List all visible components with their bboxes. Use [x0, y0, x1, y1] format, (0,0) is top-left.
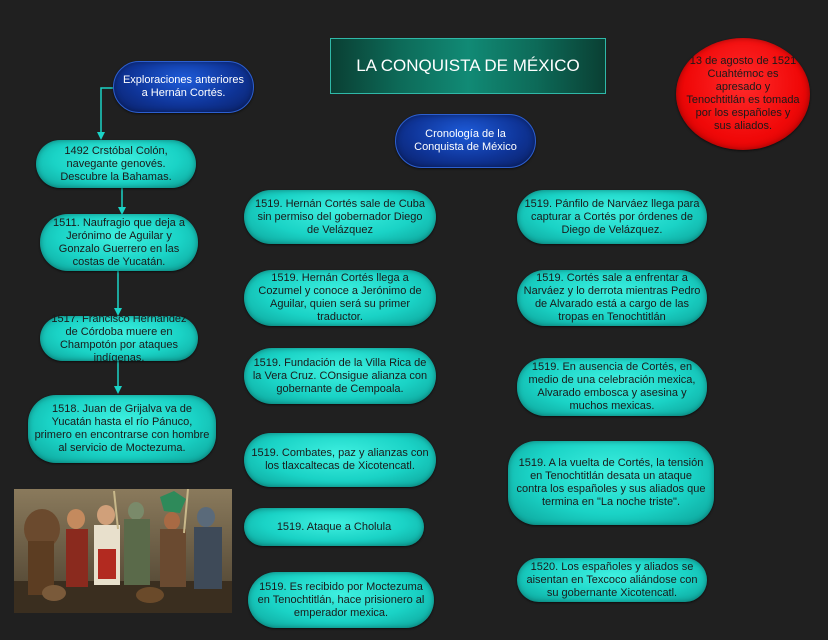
exploration-node-1517: 1517. Francisco Hernández de Córdoba mue…	[40, 313, 198, 364]
explorations-header: Exploraciones anteriores a Hernán Cortés…	[113, 61, 254, 113]
exploration-node-1492: 1492 Crstóbal Colón, navegante genovés. …	[36, 140, 196, 188]
chronology-header: Cronología de la Conquista de México	[395, 114, 536, 168]
chronology-right-node-3: 1519. En ausencia de Cortés, en medio de…	[517, 358, 707, 416]
chronology-right-node-4: 1519. A la vuelta de Cortés, la tensión …	[508, 441, 714, 525]
chronology-right-node-2: 1519. Cortés sale a enfrentar a Narváez …	[517, 270, 707, 326]
final-event-node: 13 de agosto de 1521 Cuahtémoc es apresa…	[676, 38, 810, 150]
page-title: LA CONQUISTA DE MÉXICO	[330, 38, 606, 94]
connector-header-to-1492	[97, 87, 113, 140]
exploration-node-1518: 1518. Juan de Grijalva va de Yucatán has…	[28, 395, 216, 463]
chronology-left-node-1: 1519. Hernán Cortés sale de Cuba sin per…	[244, 190, 436, 244]
chronology-left-node-2: 1519. Hernán Cortés llega a Cozumel y co…	[244, 270, 436, 326]
exploration-node-1511: 1511. Naufragio que deja a Jerónimo de A…	[40, 214, 198, 271]
chronology-left-node-3: 1519. Fundación de la Villa Rica de la V…	[244, 348, 436, 404]
conquest-painting	[14, 489, 232, 613]
chronology-right-node-1: 1519. Pánfilo de Narváez llega para capt…	[517, 190, 707, 244]
chronology-left-node-4: 1519. Combates, paz y alianzas con los t…	[244, 433, 436, 487]
chronology-right-node-5: 1520. Los españoles y aliados se aisenta…	[517, 558, 707, 602]
chronology-left-node-5: 1519. Ataque a Cholula	[244, 508, 424, 546]
conquest-painting-art	[14, 489, 232, 613]
chronology-left-node-6: 1519. Es recibido por Moctezuma en Tenoc…	[248, 572, 434, 628]
